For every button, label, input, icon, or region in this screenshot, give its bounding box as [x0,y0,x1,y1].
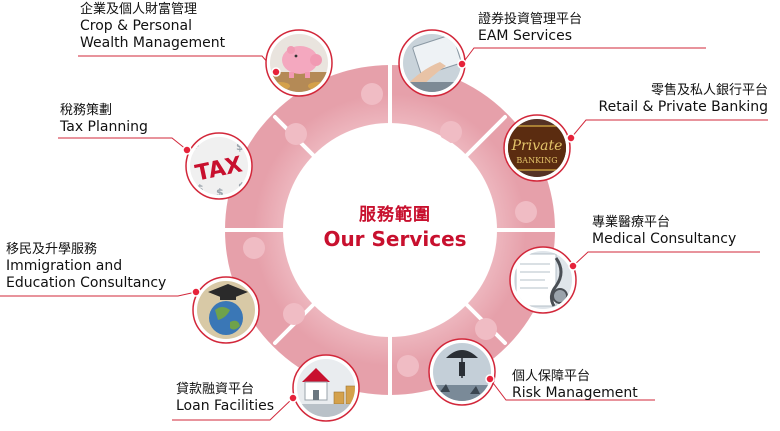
svg-text:$: $ [216,186,224,199]
umbrella-shark-icon [433,343,491,401]
svg-text:$: $ [236,140,244,153]
label-en-line1: EAM Services [478,28,572,44]
center-title: 服務範圍 Our Services [295,204,495,252]
label-zh: 貸款融資平台 [176,382,255,397]
label-en-line2: Education Consultancy [6,275,167,291]
label-zh: 企業及個人財富管理 [80,2,198,17]
label-zh: 個人保障平台 [512,369,591,384]
center-disc [284,124,496,336]
label-en-line1: Immigration and [6,258,123,274]
label-eam-services: 證券投資管理平台 EAM Services [478,12,582,45]
label-wealth-management: 企業及個人財富管理 Crop & Personal Wealth Managem… [80,2,225,52]
label-immigration-education: 移民及升學服務 Immigration and Education Consul… [6,242,166,292]
leader-lines [0,47,768,421]
label-en-line1: Risk Management [512,385,638,401]
label-zh: 專業醫療平台 [592,215,671,230]
puzzle-knobs [243,83,537,377]
label-medical-consultancy: 專業醫療平台 Medical Consultancy [592,215,736,248]
center-title-zh: 服務範圍 [359,205,431,225]
tax-dollar-icon: $$$$$ TAX [190,137,248,199]
banking-badge-text: BANKING [516,156,557,165]
label-tax-planning: 稅務策劃 Tax Planning [60,103,148,136]
globe-mortarboard-icon [197,281,255,339]
label-en-line1: Loan Facilities [176,398,275,414]
label-en-line1: Medical Consultancy [592,231,737,247]
label-zh: 移民及升學服務 [6,242,98,257]
label-loan-facilities: 貸款融資平台 Loan Facilities [176,382,274,415]
label-en-line2: Wealth Management [80,35,226,51]
tablet-touch-icon [403,34,461,92]
private-badge-text: Private [511,138,563,154]
connector-pins [182,59,578,403]
label-private-banking: 零售及私人銀行平台 Retail & Private Banking [599,83,768,116]
stethoscope-icon [514,251,572,309]
label-risk-management: 個人保障平台 Risk Management [512,369,638,402]
label-en-line1: Crop & Personal [80,18,193,34]
piggy-bank-icon [270,34,328,92]
label-zh: 證券投資管理平台 [478,12,583,27]
label-en-line1: Retail & Private Banking [598,99,768,115]
center-title-en: Our Services [323,227,467,251]
label-zh: 稅務策劃 [60,103,113,118]
private-banking-icon: Private BANKING [508,119,566,177]
label-zh: 零售及私人銀行平台 [650,83,768,98]
house-coins-icon [297,359,355,417]
label-en-line1: Tax Planning [60,119,148,135]
